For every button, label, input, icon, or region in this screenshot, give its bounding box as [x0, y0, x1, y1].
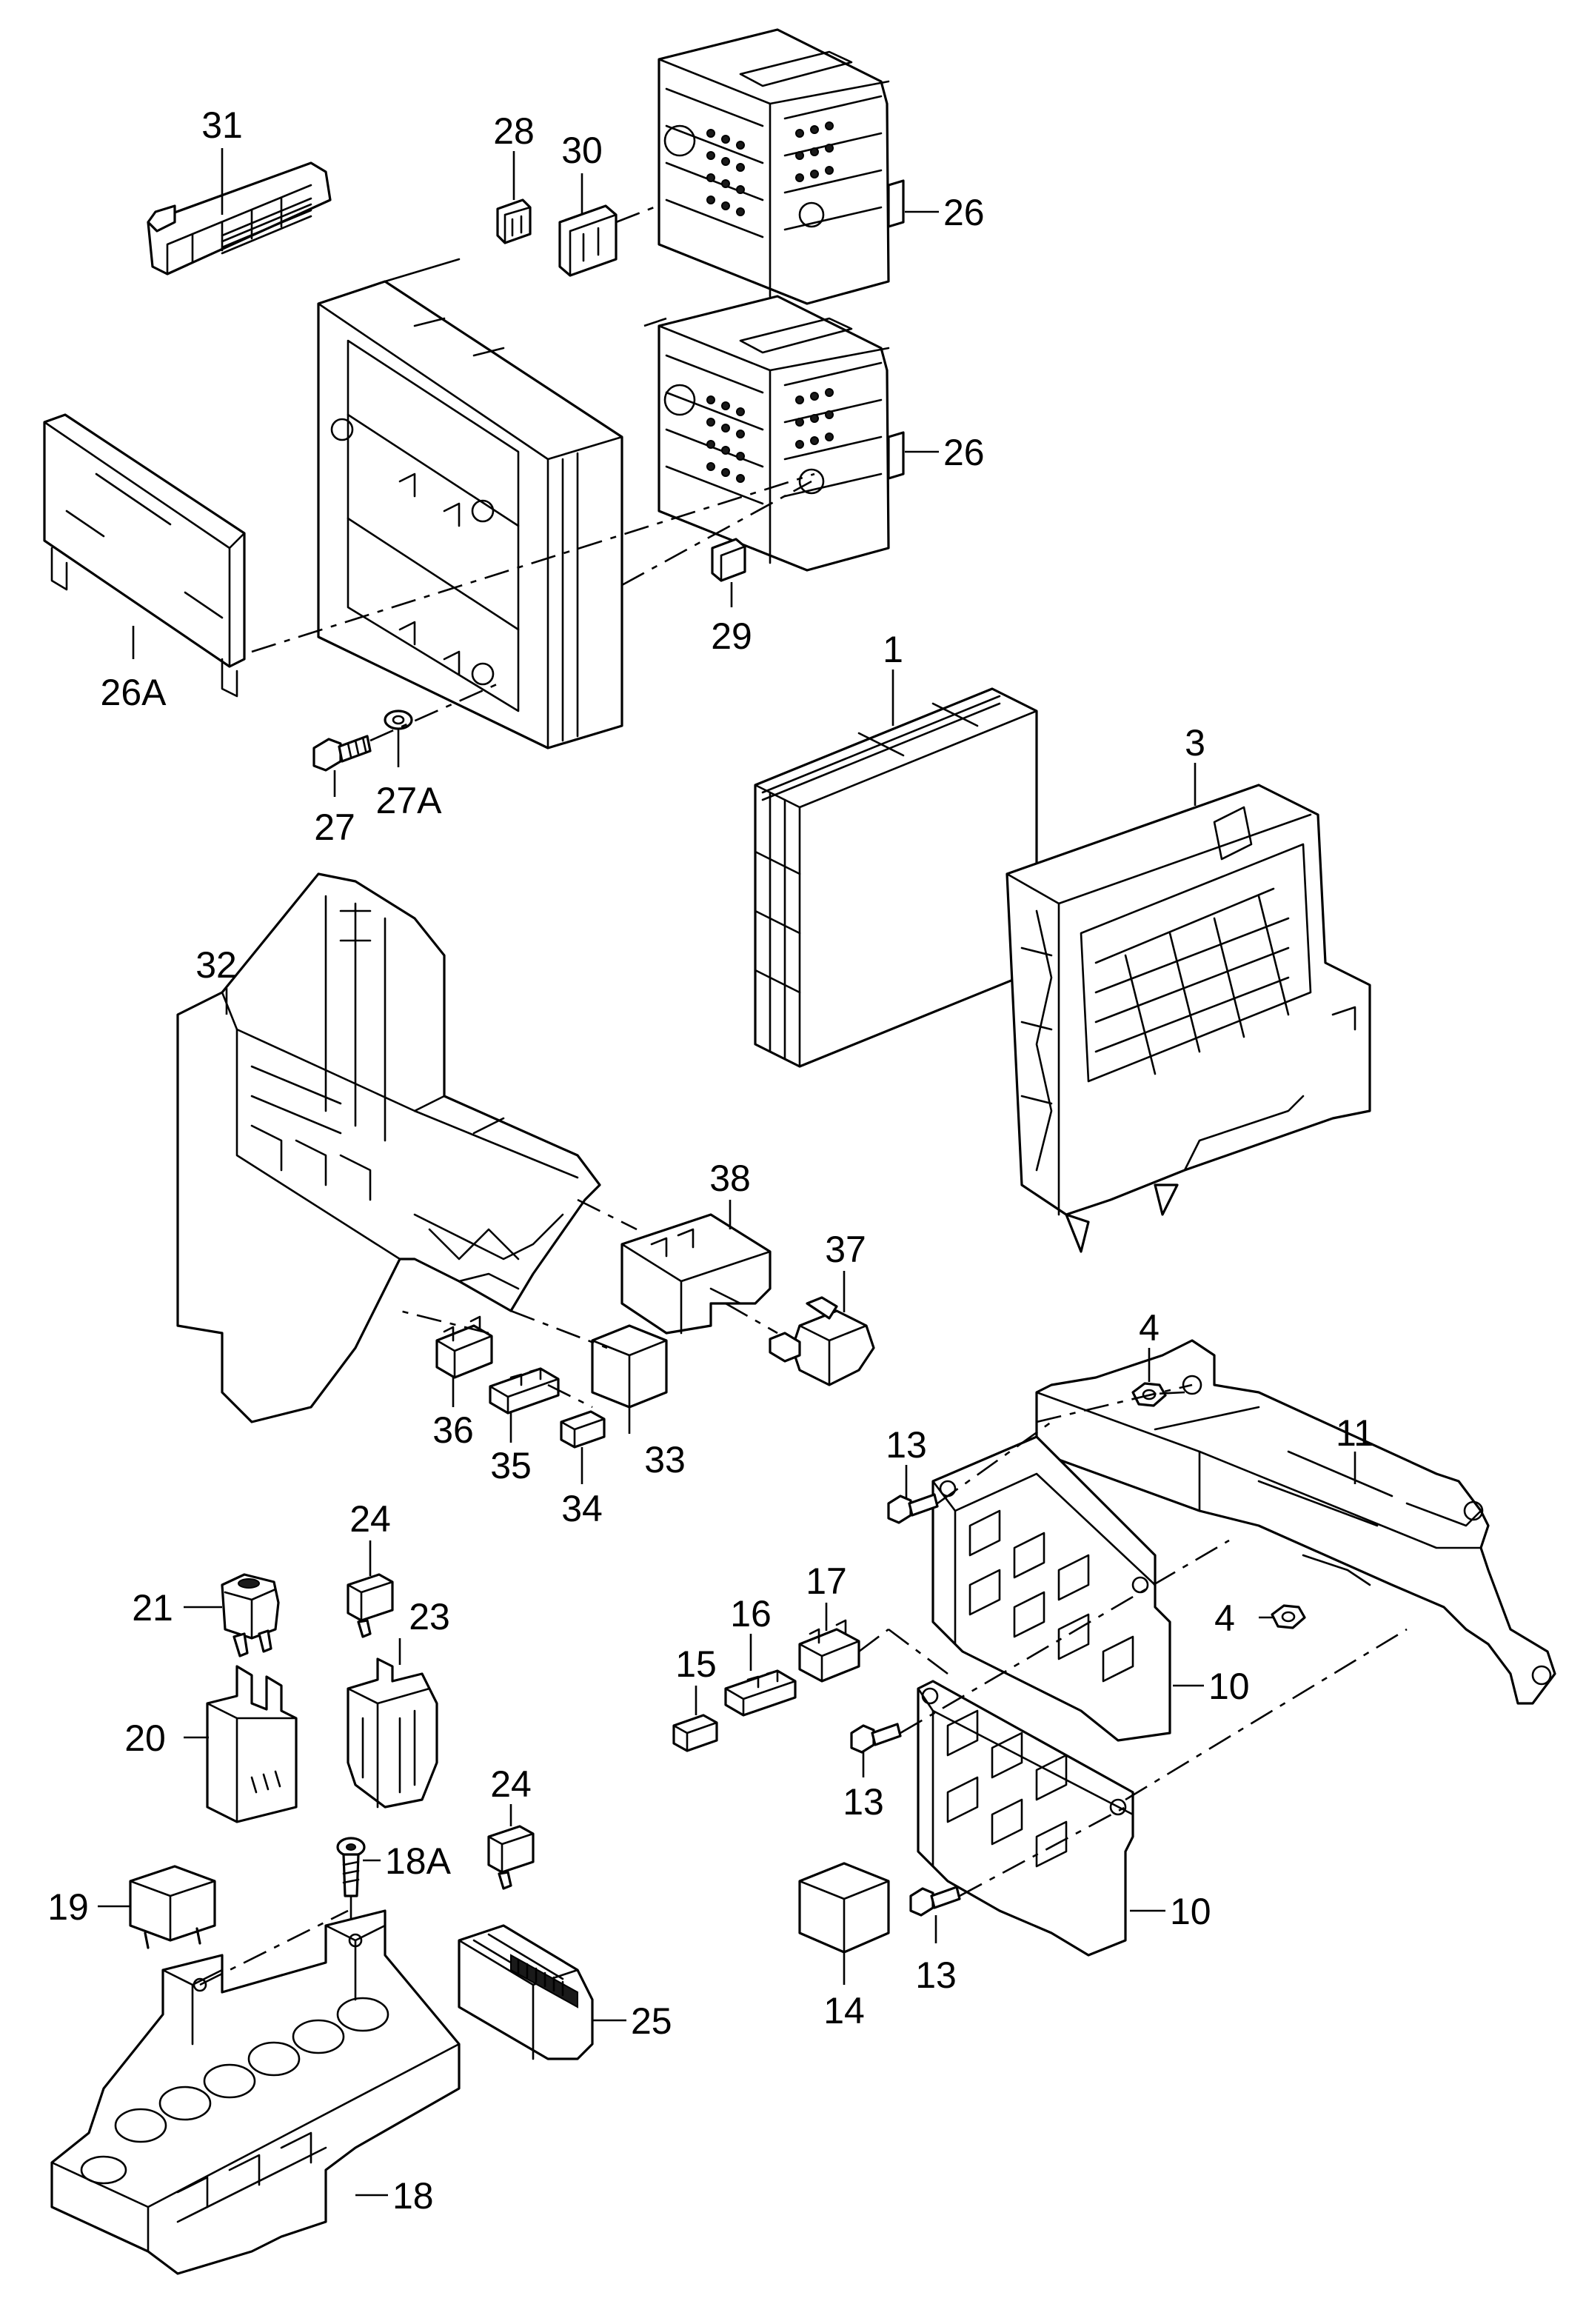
part-37-fuse	[769, 1296, 875, 1386]
callout-23: 23	[409, 1596, 450, 1637]
part-38-relay-carrier	[620, 1213, 772, 1335]
callout-33: 33	[644, 1439, 686, 1480]
callout-35: 35	[490, 1445, 532, 1486]
callout-10-upper: 10	[1208, 1666, 1250, 1707]
part-24-fuse-lower	[487, 1825, 535, 1890]
connector-pin-grid-lower	[706, 388, 834, 483]
part-13-screw-lower	[909, 1886, 961, 1917]
callout-16: 16	[730, 1593, 772, 1635]
callout-10-lower: 10	[1170, 1891, 1211, 1932]
part-15-terminal	[672, 1714, 718, 1752]
part-16-connector-clip	[724, 1669, 797, 1717]
callout-36: 36	[432, 1409, 474, 1451]
callout-13-lower: 13	[915, 1954, 957, 1996]
part-36-connector-housing	[435, 1315, 493, 1379]
part-13-screw-upper	[887, 1493, 939, 1524]
part-18A-screw	[336, 1837, 366, 1897]
part-11-support-bracket	[1035, 1339, 1556, 1705]
part-34-terminal	[560, 1410, 606, 1449]
part-13-screw-middle	[850, 1723, 902, 1754]
part-1-control-unit	[754, 687, 1038, 1068]
part-4-nut-lower	[1271, 1604, 1306, 1629]
part-31-clip-strip	[147, 161, 332, 276]
connector-pin-grid-upper	[706, 121, 834, 216]
callout-27A: 27A	[376, 780, 443, 821]
callout-17: 17	[806, 1560, 847, 1602]
callout-15: 15	[675, 1643, 717, 1685]
callout-labels: 31 28 30 26 26 26A 29 27 27A 1 3 32 38 3…	[47, 104, 1374, 2217]
part-18-fuse-box-base	[50, 1909, 461, 2275]
callout-25: 25	[631, 2000, 672, 2042]
callout-19: 19	[47, 1886, 89, 1928]
part-26-connector-block-upper	[658, 28, 905, 305]
part-25-fuse-strip	[458, 1924, 594, 2060]
callout-38: 38	[709, 1158, 751, 1199]
callout-26-upper: 26	[943, 192, 985, 233]
callout-18: 18	[392, 2175, 434, 2217]
callout-1: 1	[883, 629, 903, 670]
part-19-relay	[129, 1865, 216, 1949]
part-30-blade-fuse	[558, 184, 712, 277]
callout-4-upper: 4	[1139, 1307, 1160, 1349]
part-26-connector-block-lower	[658, 295, 905, 572]
part-14-relay	[798, 1862, 890, 1954]
callout-14: 14	[823, 1990, 865, 2031]
callout-21: 21	[132, 1587, 173, 1629]
callout-37: 37	[825, 1229, 866, 1270]
fuse-box-housing-frame	[317, 258, 623, 749]
leader-lines	[98, 148, 1356, 2197]
part-35-connector-clip	[489, 1367, 560, 1415]
part-23-fuse-carrier	[347, 1657, 438, 1809]
callout-18A: 18A	[385, 1840, 452, 1882]
part-27A-washer	[384, 709, 413, 730]
part-24-fuse-upper	[347, 1573, 394, 1638]
part-27-screw	[312, 735, 372, 772]
callout-26-lower: 26	[943, 432, 985, 473]
callout-30: 30	[561, 130, 603, 171]
part-20-fuse-holder	[206, 1665, 298, 1823]
callout-29: 29	[711, 615, 752, 657]
part-29-retaining-clip	[711, 538, 746, 582]
callout-31: 31	[201, 104, 243, 146]
part-33-relay	[591, 1324, 668, 1409]
callout-27: 27	[314, 807, 355, 848]
part-32-fuse-box-housing	[176, 872, 601, 1423]
callout-20: 20	[124, 1717, 166, 1759]
part-3-mounting-bracket	[1006, 784, 1371, 1253]
callout-24-upper: 24	[349, 1498, 391, 1540]
callout-34: 34	[561, 1488, 603, 1529]
callout-13-middle: 13	[843, 1781, 884, 1823]
part-28-mini-fuse	[496, 198, 532, 244]
part-21-fuse	[221, 1573, 280, 1657]
callout-26A: 26A	[101, 672, 167, 713]
callout-11: 11	[1336, 1412, 1374, 1454]
part-10-fuse-holder-upper	[931, 1435, 1171, 1742]
part-17-connector-housing	[798, 1619, 860, 1683]
callout-13-upper: 13	[886, 1424, 927, 1466]
callout-24-lower: 24	[490, 1763, 532, 1805]
callout-3: 3	[1185, 722, 1205, 764]
part-10-fuse-holder-lower	[917, 1680, 1134, 1957]
callout-28: 28	[493, 110, 535, 152]
part-26A-cover-plate	[43, 413, 246, 698]
callout-4-lower: 4	[1214, 1597, 1235, 1639]
callout-32: 32	[195, 944, 237, 986]
